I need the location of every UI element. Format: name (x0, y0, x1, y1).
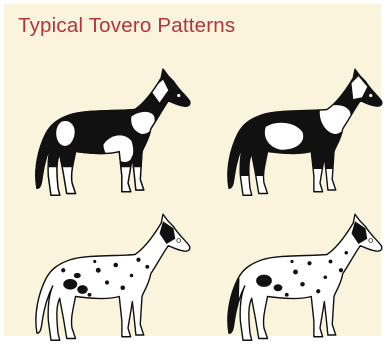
horse-1-drawing (18, 64, 196, 204)
horse-illustration-4 (210, 209, 385, 349)
horse-illustration-1 (18, 64, 196, 204)
horse-illustration-3 (18, 209, 196, 349)
horse-illustration-2 (210, 64, 385, 204)
horse-4-drawing (210, 209, 385, 349)
figure-panel: Typical Tovero Patterns (4, 4, 381, 336)
horse-2-drawing (210, 64, 385, 204)
figure-title: Typical Tovero Patterns (18, 14, 235, 38)
horse-3-drawing (18, 209, 196, 349)
